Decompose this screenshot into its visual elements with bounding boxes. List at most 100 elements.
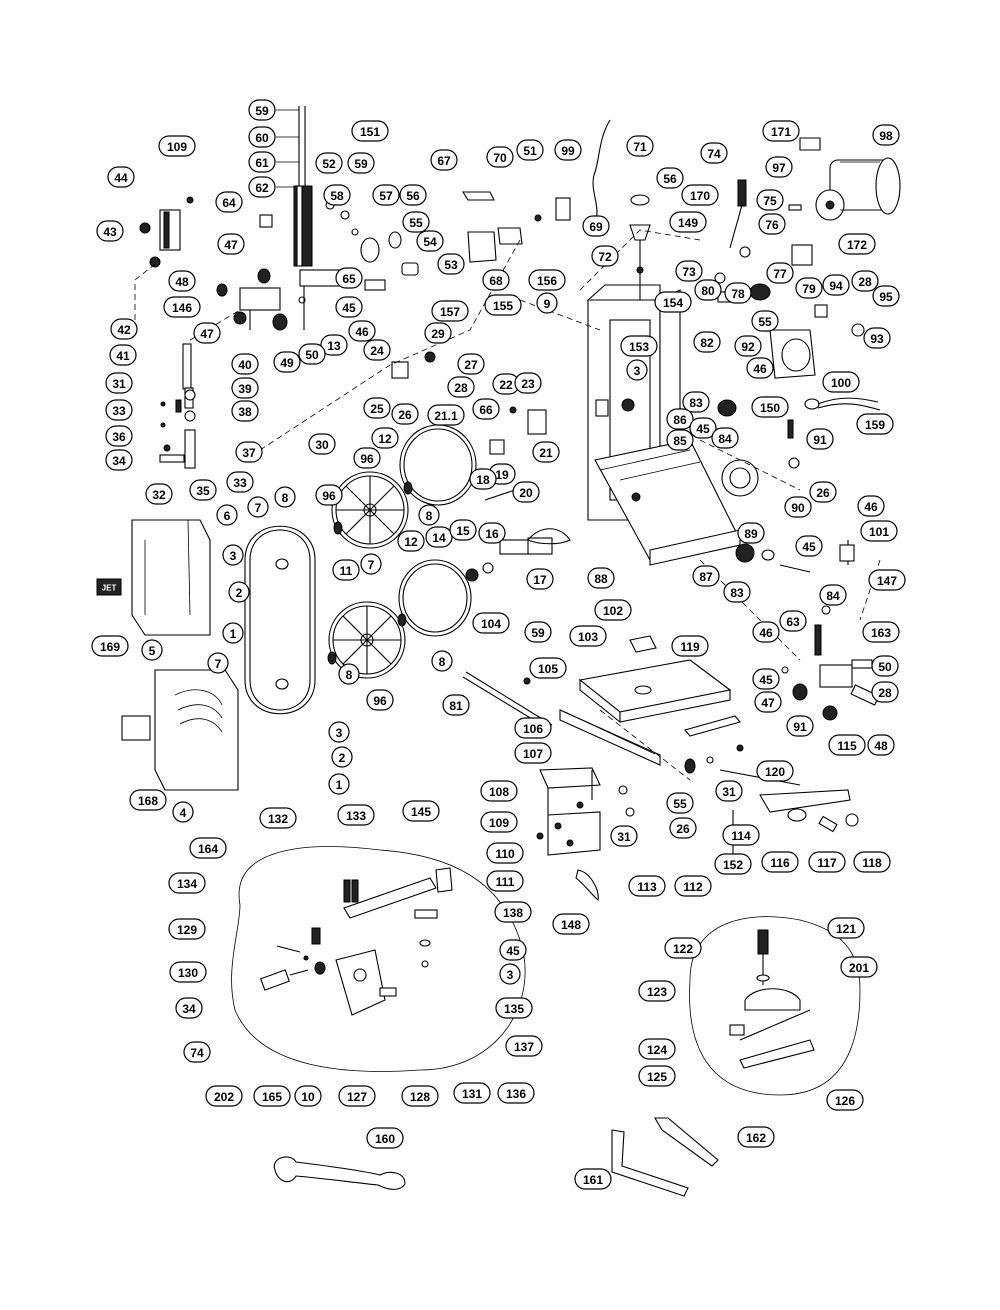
part-label-shape <box>808 851 846 873</box>
part-label-shape <box>335 296 363 318</box>
part-label: 5 <box>141 639 163 661</box>
part-label: 34 <box>105 449 133 471</box>
part-label-shape <box>514 372 542 394</box>
part-label-text: 97 <box>772 161 786 175</box>
part-label-shape <box>168 918 206 940</box>
part-label-text: 58 <box>330 189 344 203</box>
part-label-text: 3 <box>634 364 641 378</box>
part-label-shape <box>809 481 837 503</box>
part-label-shape <box>828 734 866 756</box>
part-label-text: 51 <box>523 144 537 158</box>
part-label-text: 43 <box>103 225 117 239</box>
part-label-text: 53 <box>444 258 458 272</box>
part-label-text: 40 <box>238 358 252 372</box>
part-label-shape <box>248 126 276 148</box>
part-label-text: 3 <box>230 549 237 563</box>
part-label: 201 <box>840 956 878 978</box>
part-label-shape <box>109 344 137 366</box>
part-label-text: 56 <box>406 189 420 203</box>
part-label-text: 146 <box>172 301 192 315</box>
part-label-shape <box>399 184 427 206</box>
part-label: 1 <box>222 622 244 644</box>
part-label-shape <box>626 359 648 381</box>
part-label-text: 36 <box>112 430 126 444</box>
part-label-text: 88 <box>594 572 608 586</box>
part-label: 64 <box>215 191 243 213</box>
part-label: 128 <box>401 1085 439 1107</box>
part-label-text: 135 <box>504 1002 524 1016</box>
part-label: 134 <box>168 872 206 894</box>
part-label-text: 71 <box>633 140 647 154</box>
part-label-shape <box>711 427 739 449</box>
part-label-shape <box>486 870 524 892</box>
part-label-text: 47 <box>224 238 238 252</box>
part-label-shape <box>141 639 163 661</box>
part-label-shape <box>666 408 694 430</box>
part-label: 123 <box>638 980 676 1002</box>
part-label-text: 34 <box>182 1002 196 1016</box>
part-label: 99 <box>554 139 582 161</box>
part-label: 8 <box>274 486 296 508</box>
part-label: 56 <box>399 184 427 206</box>
part-label-text: 32 <box>152 488 166 502</box>
part-label-shape <box>681 184 719 206</box>
part-label: 135 <box>495 997 533 1019</box>
part-label-shape <box>328 721 350 743</box>
part-label-shape <box>756 189 784 211</box>
part-label: 8 <box>418 504 440 526</box>
part-label-shape <box>819 584 847 606</box>
part-label-text: 95 <box>879 290 893 304</box>
part-label: 14 <box>425 526 453 548</box>
part-label-text: 109 <box>167 140 187 154</box>
part-label-text: 68 <box>489 274 503 288</box>
part-label-shape <box>868 569 906 591</box>
part-label: 36 <box>105 425 133 447</box>
part-label-text: 157 <box>440 305 460 319</box>
tension-knob-assembly <box>629 194 651 300</box>
part-label-text: 107 <box>523 747 543 761</box>
part-label: 1 <box>328 773 350 795</box>
part-label-text: 130 <box>178 966 198 980</box>
part-label-shape <box>183 1041 211 1063</box>
part-label-text: 35 <box>196 484 210 498</box>
part-label-text: 47 <box>761 696 775 710</box>
part-label-shape <box>425 526 453 548</box>
part-label-shape <box>495 997 533 1019</box>
part-label: 133 <box>337 804 375 826</box>
part-label-text: 26 <box>398 408 412 422</box>
part-label-shape <box>105 399 133 421</box>
part-label: 116 <box>761 851 799 873</box>
jet-logo-plate: JET <box>96 578 122 596</box>
part-label-shape <box>761 851 799 873</box>
part-label-shape <box>856 413 894 435</box>
part-label-text: 64 <box>222 196 236 210</box>
part-label: 30 <box>308 433 336 455</box>
part-label-shape <box>331 746 353 768</box>
part-label: 38 <box>231 400 259 422</box>
part-label-shape <box>231 377 259 399</box>
part-label-shape <box>96 220 124 242</box>
part-label-text: 55 <box>758 315 772 329</box>
part-label-shape <box>664 937 702 959</box>
part-label: 168 <box>129 789 167 811</box>
part-label: 127 <box>338 1085 376 1107</box>
part-label: 10 <box>294 1085 322 1107</box>
part-label-shape <box>756 760 794 782</box>
part-label-shape <box>795 535 823 557</box>
part-label-shape <box>442 694 470 716</box>
part-label-text: 128 <box>410 1090 430 1104</box>
jet-logo-text: JET <box>102 584 117 593</box>
part-label-shape <box>626 135 654 157</box>
part-label-text: 46 <box>355 325 369 339</box>
part-label: 120 <box>756 760 794 782</box>
part-label-text: 8 <box>426 509 433 523</box>
part-label-shape <box>594 599 632 621</box>
part-label: 109 <box>480 811 518 833</box>
part-label-text: 89 <box>744 527 758 541</box>
part-label-text: 73 <box>682 265 696 279</box>
part-label-shape <box>431 650 453 672</box>
part-label-text: 76 <box>765 218 779 232</box>
part-label-shape <box>860 520 898 542</box>
part-label-shape <box>765 156 793 178</box>
